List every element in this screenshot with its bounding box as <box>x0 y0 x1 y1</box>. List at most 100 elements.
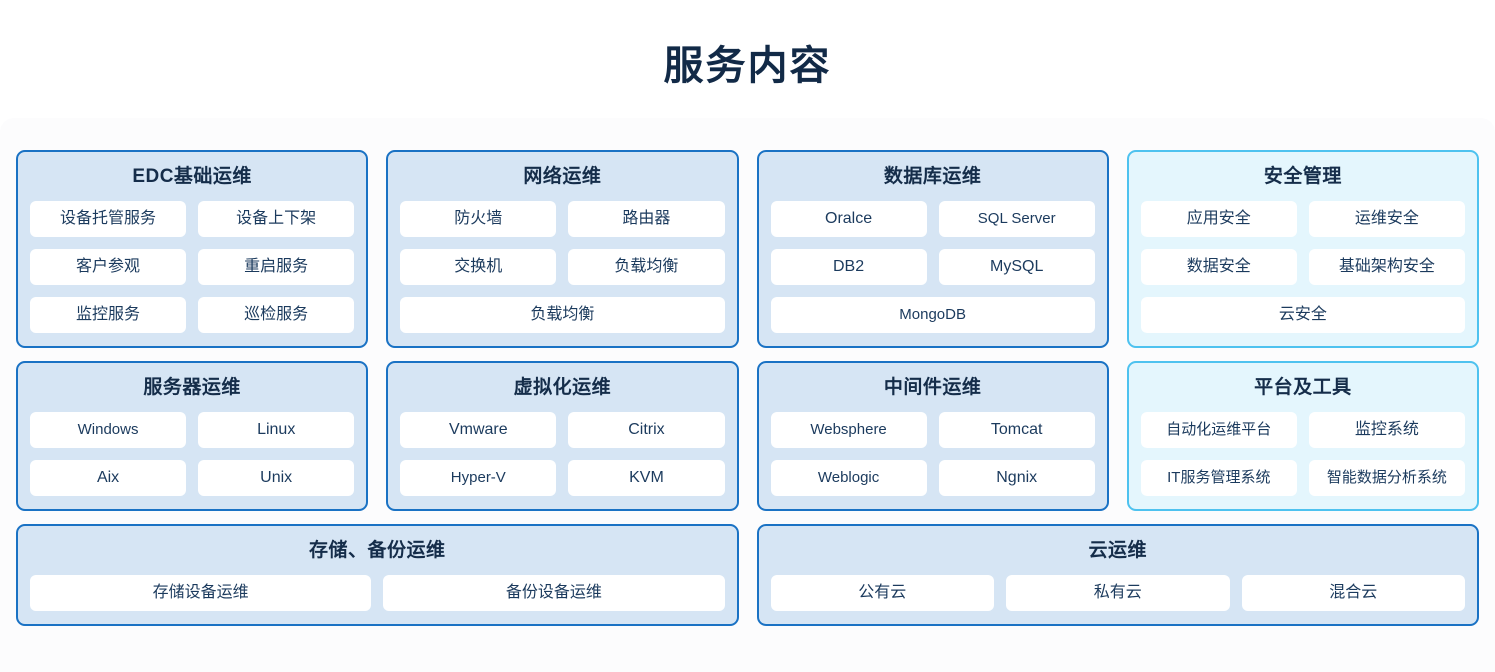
service-item-Oralce[interactable]: Oralce <box>770 201 927 237</box>
service-item-防火墙[interactable]: 防火墙 <box>400 201 557 237</box>
service-item-智能数据分析系统[interactable]: 智能数据分析系统 <box>1308 460 1465 496</box>
card-title: 安全管理 <box>1263 166 1342 187</box>
card-item-list: 公有云私有云混合云 <box>770 575 1465 611</box>
service-item-备份设备运维[interactable]: 备份设备运维 <box>383 575 725 611</box>
card-item-row: 公有云私有云混合云 <box>770 575 1465 611</box>
card-item-row: 存储设备运维备份设备运维 <box>30 575 725 611</box>
card-item-row: 应用安全运维安全 <box>1140 201 1465 237</box>
service-card-网络运维[interactable]: 网络运维防火墙路由器交换机负载均衡负载均衡 <box>386 150 739 348</box>
service-item-客户参观[interactable]: 客户参观 <box>30 249 187 285</box>
service-item-巡检服务[interactable]: 巡检服务 <box>198 297 355 333</box>
card-item-row: 负载均衡 <box>400 297 725 333</box>
service-item-Unix[interactable]: Unix <box>198 460 355 496</box>
service-item-负载均衡[interactable]: 负载均衡 <box>400 297 725 333</box>
card-title: 中间件运维 <box>883 377 982 398</box>
service-item-Vmware[interactable]: Vmware <box>400 412 557 448</box>
card-title: 数据库运维 <box>883 166 982 187</box>
card-item-list: 设备托管服务设备上下架客户参观重启服务监控服务巡检服务 <box>30 201 355 333</box>
service-item-云安全[interactable]: 云安全 <box>1140 297 1465 333</box>
card-item-row: 监控服务巡检服务 <box>30 297 355 333</box>
service-item-Tomcat[interactable]: Tomcat <box>938 412 1095 448</box>
card-item-list: 存储设备运维备份设备运维 <box>30 575 725 611</box>
service-item-Ngnix[interactable]: Ngnix <box>938 460 1095 496</box>
service-item-SQL-Server[interactable]: SQL Server <box>938 201 1095 237</box>
service-item-监控服务[interactable]: 监控服务 <box>30 297 187 333</box>
service-item-基础架构安全[interactable]: 基础架构安全 <box>1308 249 1465 285</box>
card-item-row: Vmware Citrix <box>400 412 725 448</box>
card-title: 虚拟化运维 <box>513 377 612 398</box>
card-title: 平台及工具 <box>1254 377 1352 398</box>
service-item-Windows[interactable]: Windows <box>30 412 187 448</box>
card-title: 网络运维 <box>523 166 602 187</box>
card-item-row: 自动化运维平台监控系统 <box>1140 412 1465 448</box>
service-item-应用安全[interactable]: 应用安全 <box>1140 201 1297 237</box>
service-item-DB2[interactable]: DB2 <box>770 249 927 285</box>
service-item-监控系统[interactable]: 监控系统 <box>1308 412 1465 448</box>
card-item-row: IT服务管理系统智能数据分析系统 <box>1140 460 1465 496</box>
service-item-Websphere[interactable]: Websphere <box>770 412 927 448</box>
card-item-row: 数据安全基础架构安全 <box>1140 249 1465 285</box>
page-title: 服务内容 <box>663 44 832 88</box>
card-item-row: Websphere Tomcat <box>770 412 1095 448</box>
service-card-EDC基础运维[interactable]: EDC基础运维设备托管服务设备上下架客户参观重启服务监控服务巡检服务 <box>16 150 369 348</box>
service-item-Citrix[interactable]: Citrix <box>568 412 725 448</box>
service-item-MySQL[interactable]: MySQL <box>938 249 1095 285</box>
service-card-云运维[interactable]: 云运维公有云私有云混合云 <box>756 524 1479 626</box>
service-item-设备上下架[interactable]: 设备上下架 <box>198 201 355 237</box>
service-item-Aix[interactable]: Aix <box>30 460 187 496</box>
service-card-安全管理[interactable]: 安全管理应用安全运维安全数据安全基础架构安全云安全 <box>1126 150 1479 348</box>
service-item-路由器[interactable]: 路由器 <box>568 201 725 237</box>
service-item-运维安全[interactable]: 运维安全 <box>1308 201 1465 237</box>
service-item-混合云[interactable]: 混合云 <box>1241 575 1465 611</box>
service-item-公有云[interactable]: 公有云 <box>770 575 994 611</box>
card-item-list: 应用安全运维安全数据安全基础架构安全云安全 <box>1140 201 1465 333</box>
service-item-Hyper-V[interactable]: Hyper-V <box>400 460 557 496</box>
card-item-list: 防火墙路由器交换机负载均衡负载均衡 <box>400 201 725 333</box>
service-item-KVM[interactable]: KVM <box>568 460 725 496</box>
card-item-row: MongoDB <box>770 297 1095 333</box>
card-item-row: Windows Linux <box>30 412 355 448</box>
card-title: 云运维 <box>1088 540 1147 561</box>
card-item-row: 设备托管服务设备上下架 <box>30 201 355 237</box>
card-item-list: 自动化运维平台监控系统 IT服务管理系统智能数据分析系统 <box>1140 412 1465 496</box>
card-item-row: DB2 MySQL <box>770 249 1095 285</box>
card-item-row: Weblogic Ngnix <box>770 460 1095 496</box>
service-item-Linux[interactable]: Linux <box>198 412 355 448</box>
service-card-存储-备份运维[interactable]: 存储、备份运维存储设备运维备份设备运维 <box>16 524 739 626</box>
card-item-row: Oralce SQL Server <box>770 201 1095 237</box>
service-item-交换机[interactable]: 交换机 <box>400 249 557 285</box>
card-title: 服务器运维 <box>143 377 241 398</box>
card-title: EDC基础运维 <box>132 166 252 187</box>
service-item-存储设备运维[interactable]: 存储设备运维 <box>30 575 372 611</box>
card-item-row: 防火墙路由器 <box>400 201 725 237</box>
service-card-平台及工具[interactable]: 平台及工具自动化运维平台监控系统 IT服务管理系统智能数据分析系统 <box>1126 361 1479 511</box>
content-panel: EDC基础运维设备托管服务设备上下架客户参观重启服务监控服务巡检服务网络运维防火… <box>0 118 1495 672</box>
card-item-row: 交换机负载均衡 <box>400 249 725 285</box>
card-item-row: Aix Unix <box>30 460 355 496</box>
service-item-Weblogic[interactable]: Weblogic <box>770 460 927 496</box>
service-item-自动化运维平台[interactable]: 自动化运维平台 <box>1140 412 1297 448</box>
service-item-设备托管服务[interactable]: 设备托管服务 <box>30 201 187 237</box>
service-item-私有云[interactable]: 私有云 <box>1006 575 1230 611</box>
card-item-row: Hyper-V KVM <box>400 460 725 496</box>
service-card-grid: EDC基础运维设备托管服务设备上下架客户参观重启服务监控服务巡检服务网络运维防火… <box>16 150 1479 626</box>
card-row: EDC基础运维设备托管服务设备上下架客户参观重启服务监控服务巡检服务网络运维防火… <box>16 150 1479 348</box>
card-title: 存储、备份运维 <box>308 540 446 561</box>
card-item-row: 云安全 <box>1140 297 1465 333</box>
service-item-负载均衡[interactable]: 负载均衡 <box>568 249 725 285</box>
service-item-数据安全[interactable]: 数据安全 <box>1140 249 1297 285</box>
card-item-row: 客户参观重启服务 <box>30 249 355 285</box>
service-item-IT服务管理系统[interactable]: IT服务管理系统 <box>1140 460 1297 496</box>
service-item-MongoDB[interactable]: MongoDB <box>770 297 1095 333</box>
service-item-重启服务[interactable]: 重启服务 <box>198 249 355 285</box>
